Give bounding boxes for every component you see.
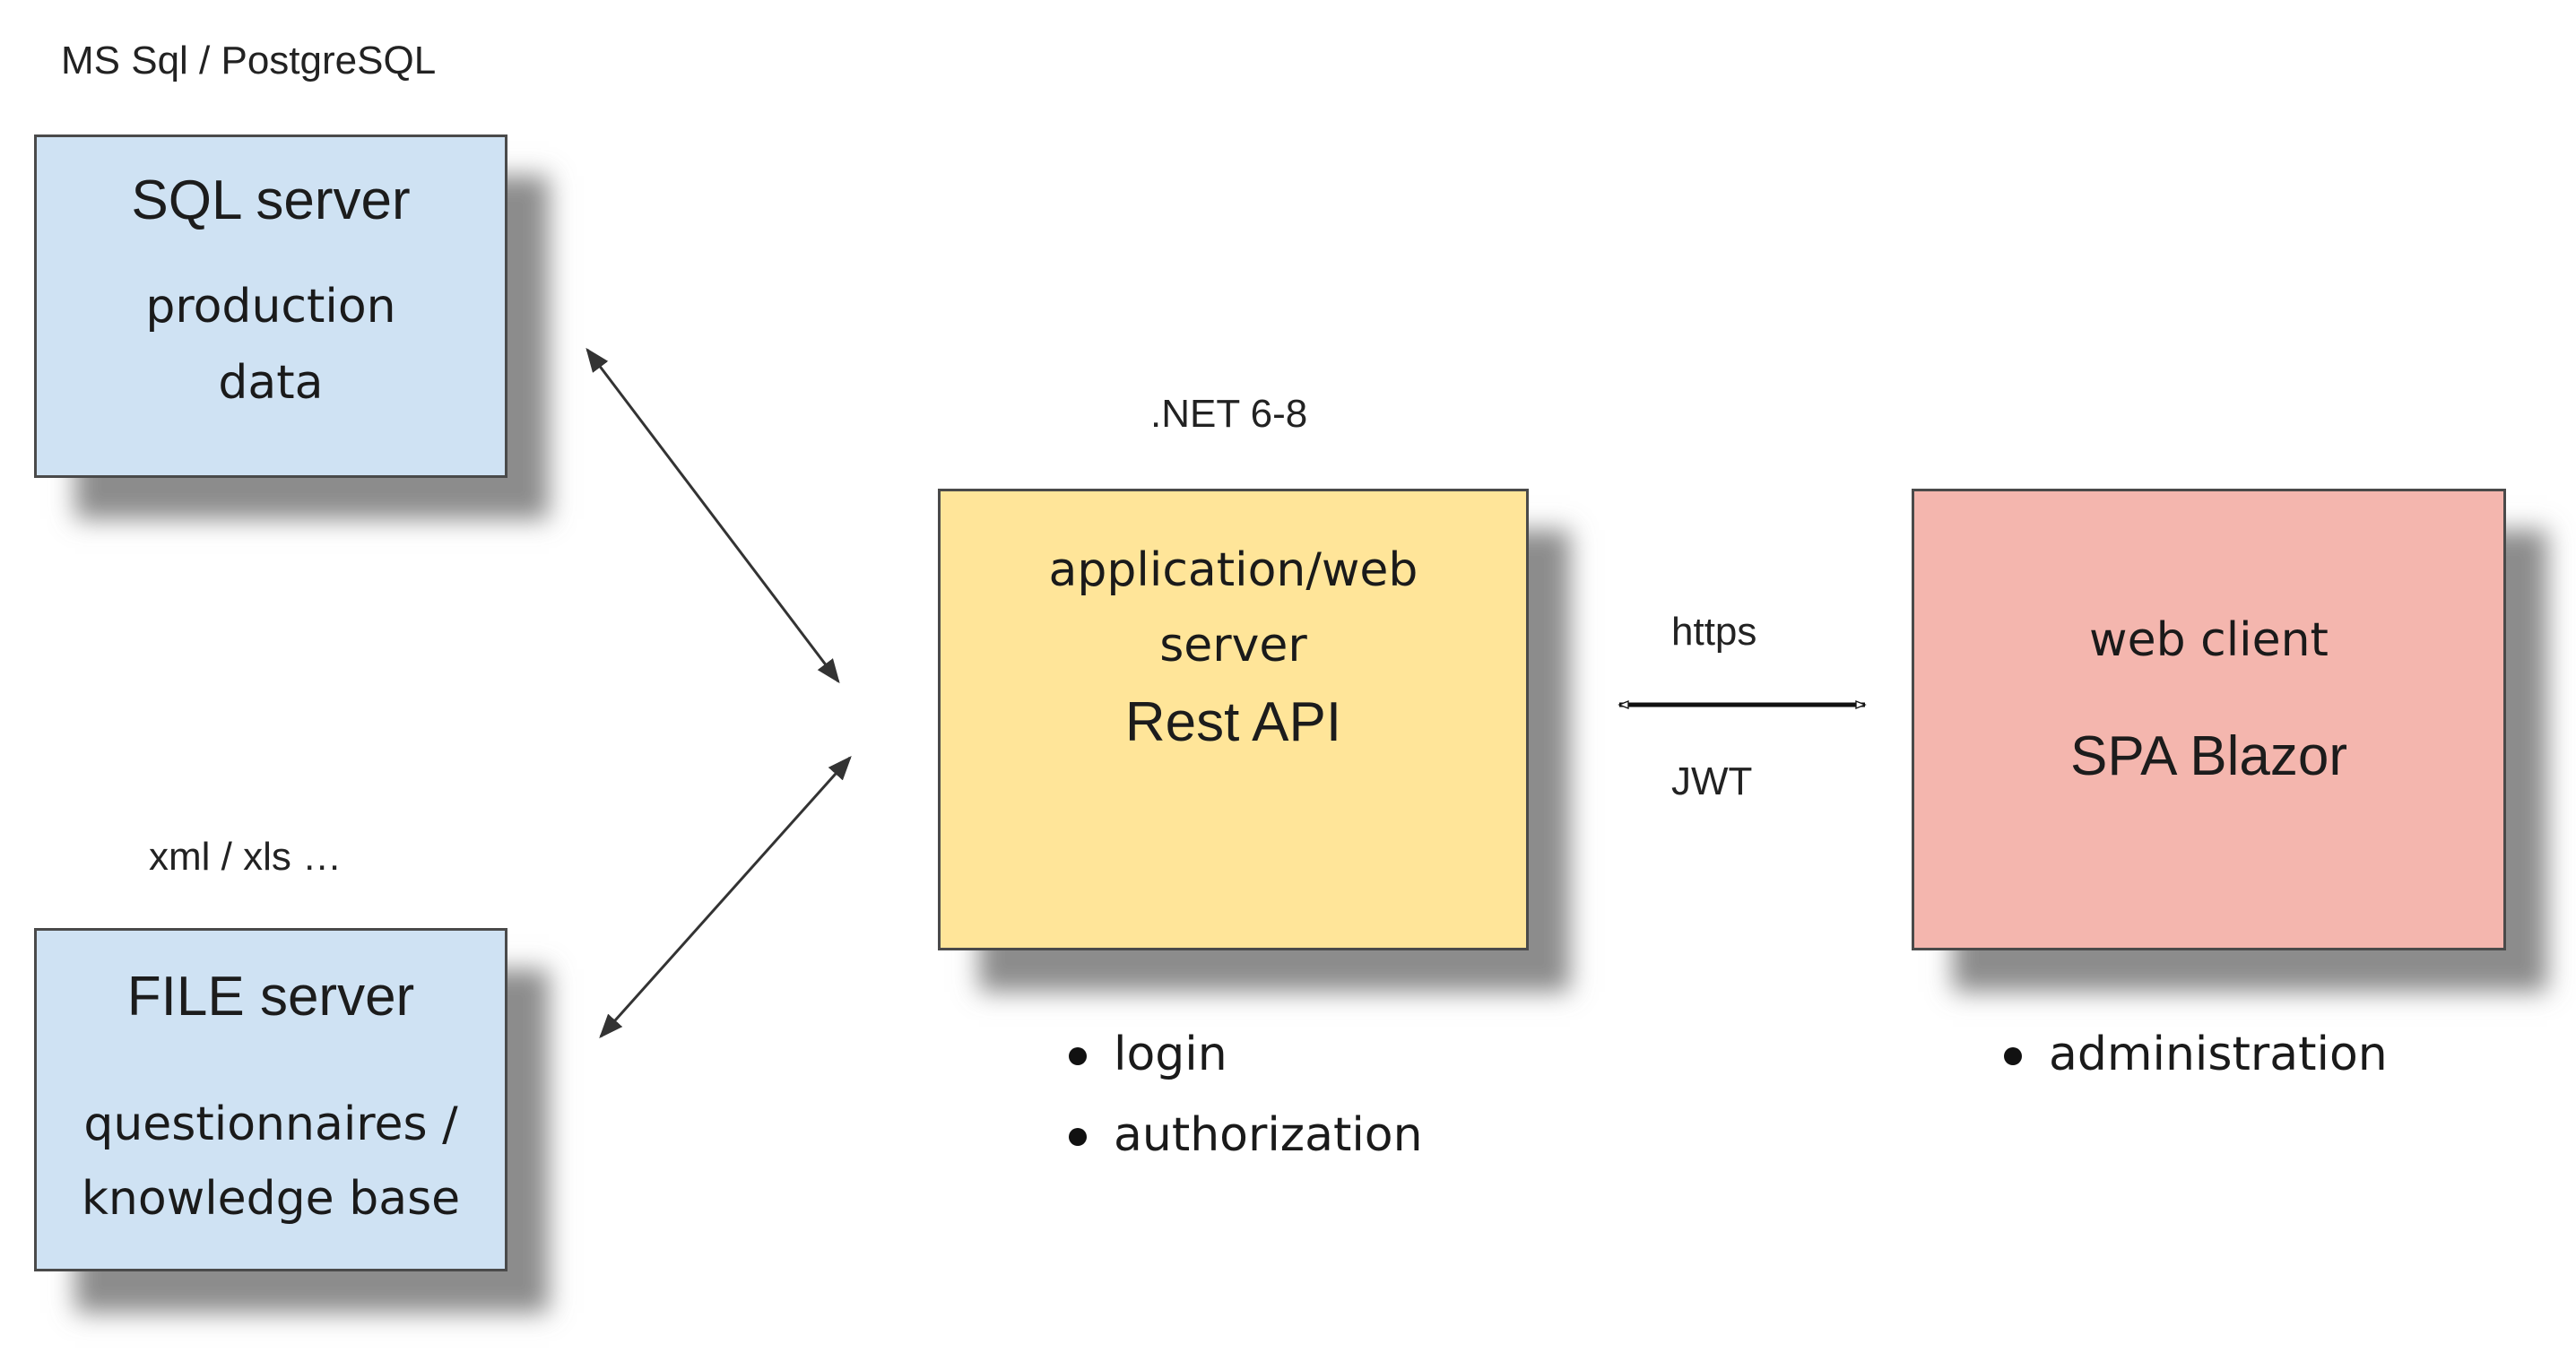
web-client-box: web client SPA Blazor bbox=[1912, 489, 2506, 950]
sql-server-box: SQL server production data bbox=[34, 134, 507, 478]
bullet-dot-icon bbox=[2004, 1047, 2022, 1065]
bullet-text: login bbox=[1114, 1028, 1227, 1081]
web-client-line2: SPA Blazor bbox=[2069, 725, 2347, 787]
dotnet-caption: .NET 6-8 bbox=[1150, 392, 1308, 436]
web-client-line1: web client bbox=[2089, 613, 2329, 667]
https-label: https bbox=[1671, 610, 1757, 654]
bullet-text: authorization bbox=[1114, 1108, 1423, 1162]
file-server-title: FILE server bbox=[126, 966, 415, 1028]
app-server-line2: server bbox=[1159, 619, 1307, 672]
bullet-text: administration bbox=[2049, 1028, 2388, 1081]
sql-to-app-arrow bbox=[585, 347, 840, 684]
file-server-line2: knowledge base bbox=[81, 1172, 461, 1226]
sql-server-line1: production bbox=[145, 280, 396, 334]
app-server-box: application/web server Rest API bbox=[938, 489, 1529, 950]
file-server-line1: questionnaires / bbox=[83, 1097, 458, 1151]
bullet-dot-icon bbox=[1069, 1047, 1087, 1065]
bullet-dot-icon bbox=[1069, 1128, 1087, 1146]
sql-server-line2: data bbox=[218, 356, 324, 410]
sql-caption: MS Sql / PostgreSQL bbox=[61, 39, 437, 82]
file-server-box: FILE server questionnaires / knowledge b… bbox=[34, 928, 507, 1271]
file-caption: xml / xls … bbox=[149, 835, 343, 879]
sql-server-title: SQL server bbox=[131, 169, 411, 231]
app-server-line1: application/web bbox=[1048, 543, 1418, 597]
app-server-line3: Rest API bbox=[1124, 691, 1342, 753]
jwt-label: JWT bbox=[1671, 759, 1753, 803]
app-to-file-arrow bbox=[599, 755, 852, 1039]
